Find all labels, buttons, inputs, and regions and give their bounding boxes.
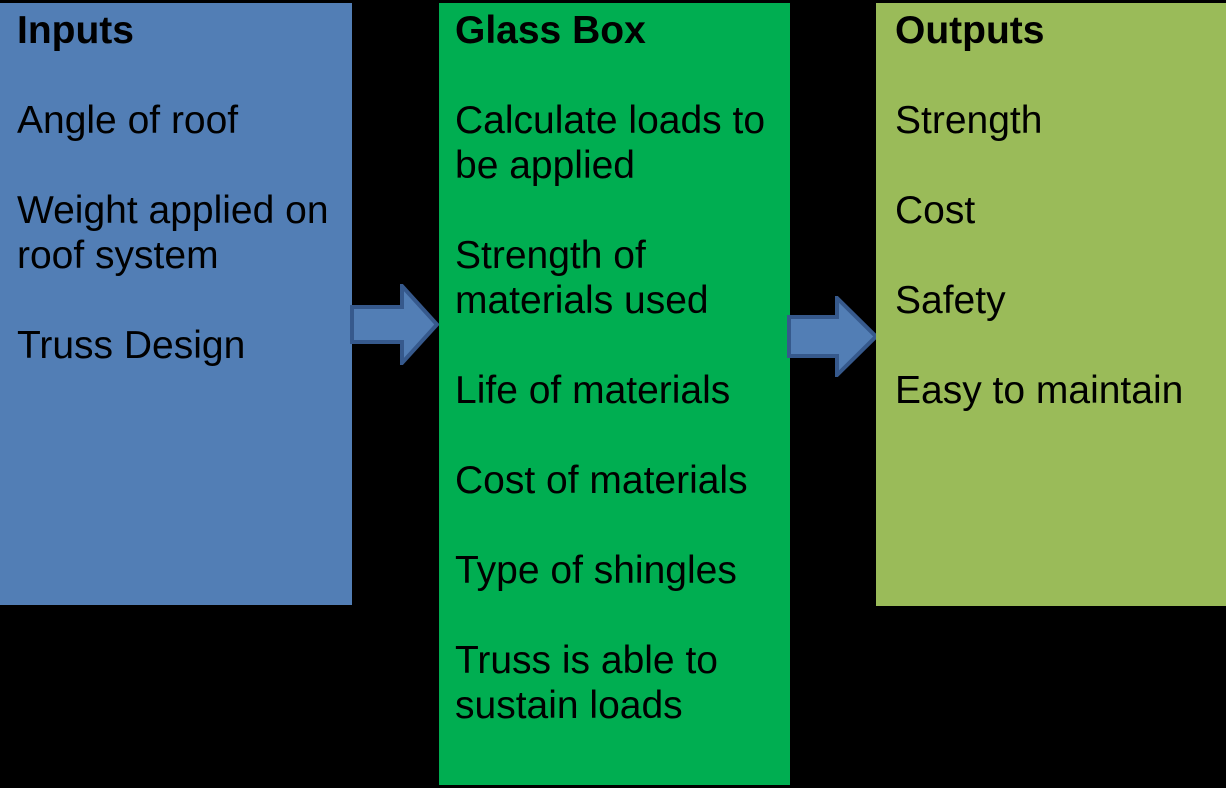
arrow-right-shape bbox=[350, 284, 439, 365]
outputs-box-title: Outputs bbox=[895, 9, 1045, 52]
glass-box: Glass Box Calculate loads to be applied … bbox=[439, 3, 790, 785]
glass-box-title: Glass Box bbox=[455, 9, 646, 52]
glass-item-cost-of-materials: Cost of materials bbox=[455, 459, 748, 502]
glass-item-life-of-materials: Life of materials bbox=[455, 369, 731, 412]
input-item-angle-of-roof: Angle of roof bbox=[17, 99, 239, 142]
outputs-box: Outputs Strength Cost Safety Easy to mai… bbox=[876, 3, 1226, 606]
arrow-right-shape bbox=[787, 296, 878, 377]
output-item-strength: Strength bbox=[895, 99, 1043, 142]
glass-item-type-of-shingles: Type of shingles bbox=[455, 549, 737, 592]
input-item-truss-design: Truss Design bbox=[17, 324, 246, 367]
inputs-box: Inputs Angle of roof Weight applied on r… bbox=[0, 3, 352, 605]
glass-item-truss-sustain-loads: Truss is able to sustain loads bbox=[455, 639, 718, 727]
output-item-cost: Cost bbox=[895, 189, 976, 232]
glass-item-strength-of-materials: Strength of materials used bbox=[455, 234, 709, 322]
glass-item-calculate-loads: Calculate loads to be applied bbox=[455, 99, 766, 187]
output-item-easy-to-maintain: Easy to maintain bbox=[895, 369, 1184, 412]
arrow-right-icon bbox=[787, 296, 878, 377]
inputs-box-title: Inputs bbox=[17, 9, 134, 52]
arrow-right-icon bbox=[350, 284, 439, 365]
input-item-weight-applied: Weight applied on roof system bbox=[17, 189, 329, 277]
output-item-safety: Safety bbox=[895, 279, 1006, 322]
